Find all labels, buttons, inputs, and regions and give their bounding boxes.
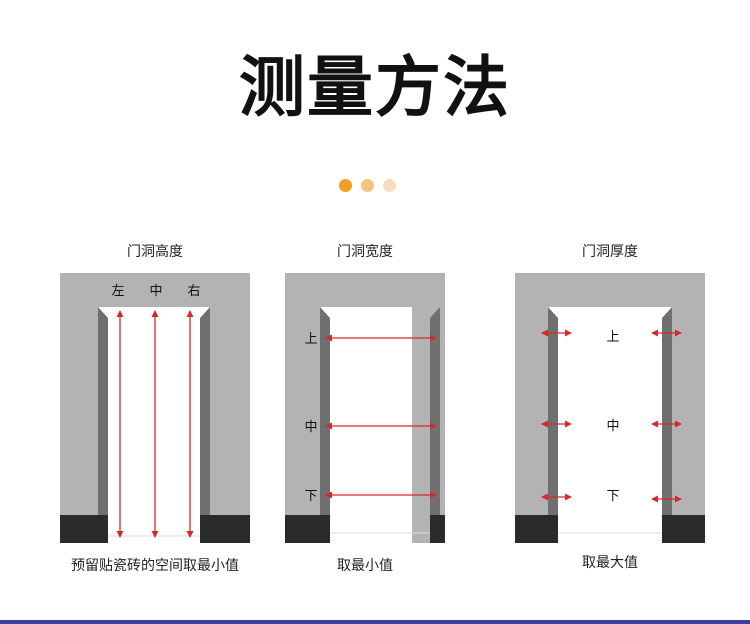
left-base <box>60 515 108 543</box>
indicator-dot <box>339 179 352 192</box>
thickness-arrows <box>541 329 682 503</box>
panel-caption-height: 预留贴瓷砖的空间取最小值 <box>71 558 239 574</box>
mark-middle: 中 <box>606 419 619 434</box>
mark-bottom: 下 <box>606 489 619 504</box>
left-jamb <box>98 307 108 515</box>
right-jamb <box>430 307 440 515</box>
right-base <box>430 515 445 543</box>
left-base <box>285 515 330 543</box>
right-base <box>662 515 705 543</box>
right-jamb <box>200 307 210 515</box>
left-jamb <box>548 307 558 515</box>
bottom-divider <box>0 620 750 624</box>
mark-bottom: 下 <box>304 489 317 504</box>
panel-label-thickness: 门洞厚度 <box>582 244 638 260</box>
mark-middle: 中 <box>149 284 162 299</box>
panel-label-width: 门洞宽度 <box>337 244 393 260</box>
panel-caption-thickness: 取最大值 <box>582 555 638 571</box>
mark-middle: 中 <box>304 420 317 435</box>
mark-right: 右 <box>187 284 200 299</box>
width-arrows <box>325 334 437 499</box>
indicator-dot <box>383 179 396 192</box>
page-title: 测量方法 <box>239 49 511 126</box>
right-jamb <box>662 307 672 515</box>
door-opening <box>98 307 210 543</box>
indicator-dot <box>361 179 374 192</box>
right-base <box>200 515 250 543</box>
left-base <box>515 515 558 543</box>
height-arrows <box>116 310 194 538</box>
panel-label-height: 门洞高度 <box>127 244 183 260</box>
panel-caption-width: 取最小值 <box>337 558 393 574</box>
mark-top: 上 <box>304 332 317 347</box>
door-opening <box>320 307 412 543</box>
mark-top: 上 <box>606 330 619 345</box>
left-jamb <box>320 307 330 515</box>
mark-left: 左 <box>111 284 124 299</box>
